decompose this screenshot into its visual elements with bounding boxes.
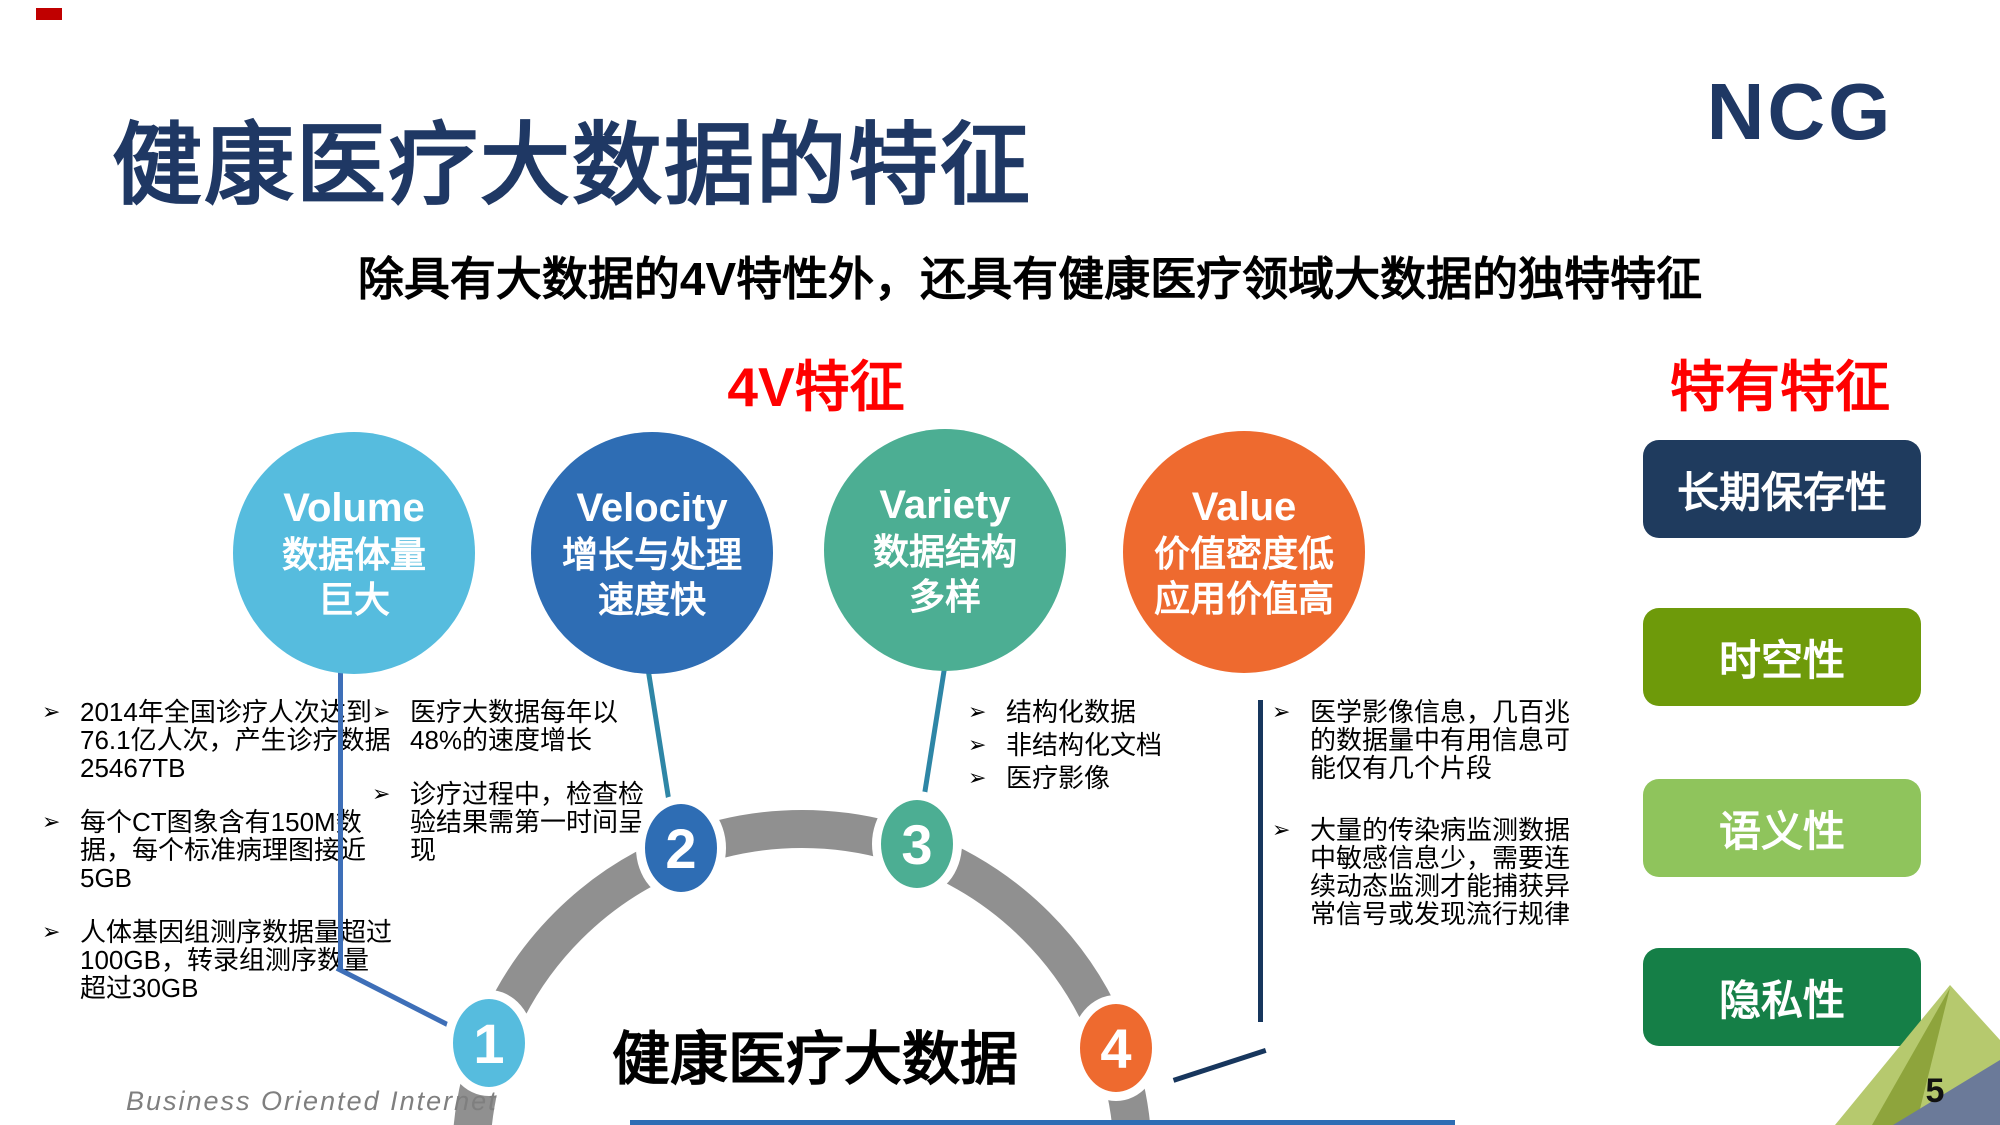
arrow-bullet-icon: ➢ xyxy=(42,919,61,944)
volume-connector-vertical xyxy=(338,665,343,970)
page-number: 5 xyxy=(1925,1072,1945,1110)
bullet-text: 诊疗过程中，检查检验结果需第一时间呈现 xyxy=(410,779,645,865)
subtitle: 除具有大数据的4V特性外，还具有健康医疗领域大数据的独特特征 xyxy=(357,253,1703,305)
list-item: ➢2014年全国诊疗人次达到76.1亿人次，产生诊疗数据25467TB xyxy=(42,698,394,782)
feature-name-value: Value xyxy=(1191,485,1297,529)
bullet-text: 大量的传染病监测数据中敏感信息少，需要连续动态监测才能捕获异常信号或发现流行规律 xyxy=(1310,815,1571,929)
list-item: ➢ 人体基因组测序数据量超过 100GB，转录组测序数量超过30GB xyxy=(42,918,394,1002)
footer-text: Business Oriented Internet xyxy=(126,1086,498,1116)
unique-feature-box-4: 隐私性 xyxy=(1643,948,1921,1046)
record-indicator xyxy=(36,8,62,20)
section-header-4v: 4V特征 xyxy=(727,356,905,418)
variety-bullet-list: ➢ 结构化数据 ➢ 非结构化文档 ➢ 医疗影像 xyxy=(968,698,1208,797)
feature-circle-variety: Variety 数据结构 多样 xyxy=(824,429,1066,671)
bullet-text: 医学影像信息，几百兆的数据量中有用信息可能仅有几个片段 xyxy=(1310,697,1571,783)
arrow-bullet-icon: ➢ xyxy=(42,699,61,724)
list-item: ➢ 大量的传染病监测数据中敏感信息少，需要连续动态监测才能捕获异常信号或发现流行规… xyxy=(1272,816,1580,928)
volume-bullet-list: ➢2014年全国诊疗人次达到76.1亿人次，产生诊疗数据25467TB ➢每个C… xyxy=(42,698,394,1028)
unique-feature-box-2: 时空性 xyxy=(1643,608,1921,706)
feature-desc-line: 数据结构 xyxy=(872,531,1017,572)
bullet-text: 医疗影像 xyxy=(1006,763,1111,793)
arrow-bullet-icon: ➢ xyxy=(1272,699,1291,724)
feature-desc-line: 数据体量 xyxy=(281,534,426,575)
feature-desc-line: 速度快 xyxy=(597,579,706,620)
value-bullet-list: ➢ 医学影像信息，几百兆的数据量中有用信息可能仅有几个片段 ➢ 大量的传染病监测数据… xyxy=(1272,698,1580,954)
arrow-bullet-icon: ➢ xyxy=(968,732,987,757)
feature-desc-line: 应用价值高 xyxy=(1153,578,1334,619)
feature-desc-line: 价值密度低 xyxy=(1153,533,1334,574)
bullet-text: 2014年全国诊疗人次达到76.1亿人次，产生诊疗数据25467TB xyxy=(80,697,391,783)
arc-marker-3: 3 xyxy=(872,791,962,897)
wedge-slate-shape xyxy=(1893,1060,2000,1125)
feature-desc-line: 增长与处理 xyxy=(561,534,742,575)
feature-desc-line: 多样 xyxy=(908,576,981,617)
feature-desc-line: 巨大 xyxy=(317,579,390,620)
feature-name-variety: Variety xyxy=(879,483,1011,527)
bottom-accent-bar xyxy=(630,1120,1455,1125)
feature-circle-volume: Volume 数据体量 巨大 xyxy=(233,432,475,674)
arrow-bullet-icon: ➢ xyxy=(1272,817,1291,842)
arrow-bullet-icon: ➢ xyxy=(968,699,987,724)
arrow-bullet-icon: ➢ xyxy=(372,781,391,806)
list-item: ➢ 结构化数据 xyxy=(968,698,1208,726)
list-item: ➢ 医疗影像 xyxy=(968,764,1208,792)
bullet-text: 人体基因组测序数据量超过 100GB，转录组测序数量超过30GB xyxy=(80,917,393,1003)
feature-name-volume: Volume xyxy=(283,486,425,530)
arc-center-label: 健康医疗大数据 xyxy=(611,1027,1018,1092)
bullet-text: 非结构化文档 xyxy=(1006,730,1163,760)
arc-marker-1: 1 xyxy=(444,990,534,1096)
bullet-text: 医疗大数据每年以48%的速度增长 xyxy=(410,697,619,755)
feature-circle-velocity: Velocity 增长与处理 速度快 xyxy=(531,432,773,674)
bullet-text: 结构化数据 xyxy=(1006,697,1137,727)
velocity-bullet-list: ➢ 医疗大数据每年以48%的速度增长 ➢ 诊疗过程中，检查检验结果需第一时间呈现 xyxy=(372,698,654,890)
feature-name-velocity: Velocity xyxy=(576,486,728,530)
arc-marker-4: 4 xyxy=(1071,995,1161,1101)
list-item: ➢ 医疗大数据每年以48%的速度增长 xyxy=(372,698,654,754)
list-item: ➢ 医学影像信息，几百兆的数据量中有用信息可能仅有几个片段 xyxy=(1272,698,1580,782)
feature-circle-value: Value 价值密度低 应用价值高 xyxy=(1123,431,1365,673)
value-connector-vertical xyxy=(1258,700,1263,1022)
arrow-bullet-icon: ➢ xyxy=(968,765,987,790)
value-connector-diagonal xyxy=(1172,1048,1267,1083)
unique-feature-box-1: 长期保存性 xyxy=(1643,440,1921,538)
ncg-logo: NCG xyxy=(1706,67,1894,156)
unique-feature-box-3: 语义性 xyxy=(1643,779,1921,877)
arrow-bullet-icon: ➢ xyxy=(42,809,61,834)
list-item: ➢ 诊疗过程中，检查检验结果需第一时间呈现 xyxy=(372,780,654,864)
page-title: 健康医疗大数据的特征 xyxy=(112,116,1032,216)
list-item: ➢ 非结构化文档 xyxy=(968,731,1208,759)
section-header-unique: 特有特征 xyxy=(1669,356,1890,418)
bullet-text: 每个CT图象含有150M数据，每个标准病理图接近5GB xyxy=(80,807,367,893)
arrow-bullet-icon: ➢ xyxy=(372,699,391,724)
wedge-olive-shape xyxy=(1872,988,1950,1125)
arc-marker-2: 2 xyxy=(636,795,726,901)
list-item: ➢ 每个CT图象含有150M数据，每个标准病理图接近5GB xyxy=(42,808,394,892)
corner-decoration xyxy=(1835,985,2000,1125)
